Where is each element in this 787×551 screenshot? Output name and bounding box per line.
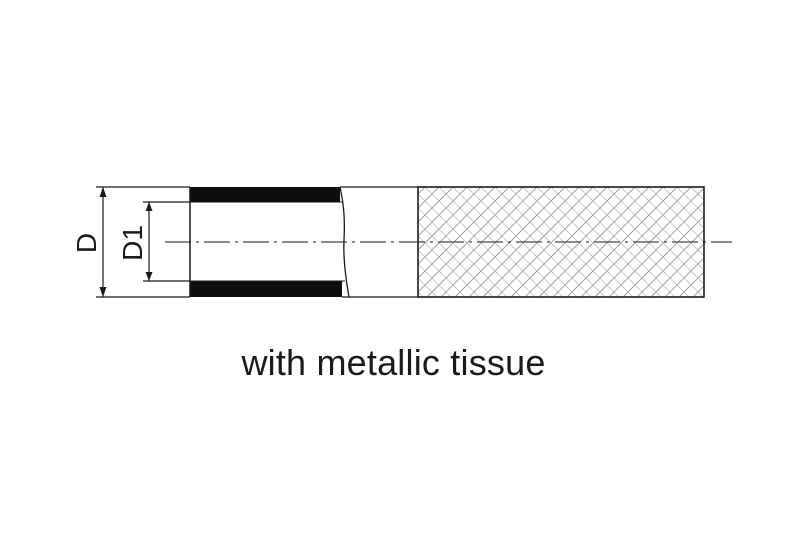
hose-outer-surface	[340, 186, 418, 298]
inner-diameter-label: D1	[117, 225, 148, 261]
outer-diameter-label: D	[71, 233, 102, 253]
diagram-caption: with metallic tissue	[241, 342, 546, 383]
section-break-line	[339, 186, 350, 298]
outer-diameter-dimension	[96, 186, 190, 298]
inner-diameter-dimension	[143, 201, 190, 282]
